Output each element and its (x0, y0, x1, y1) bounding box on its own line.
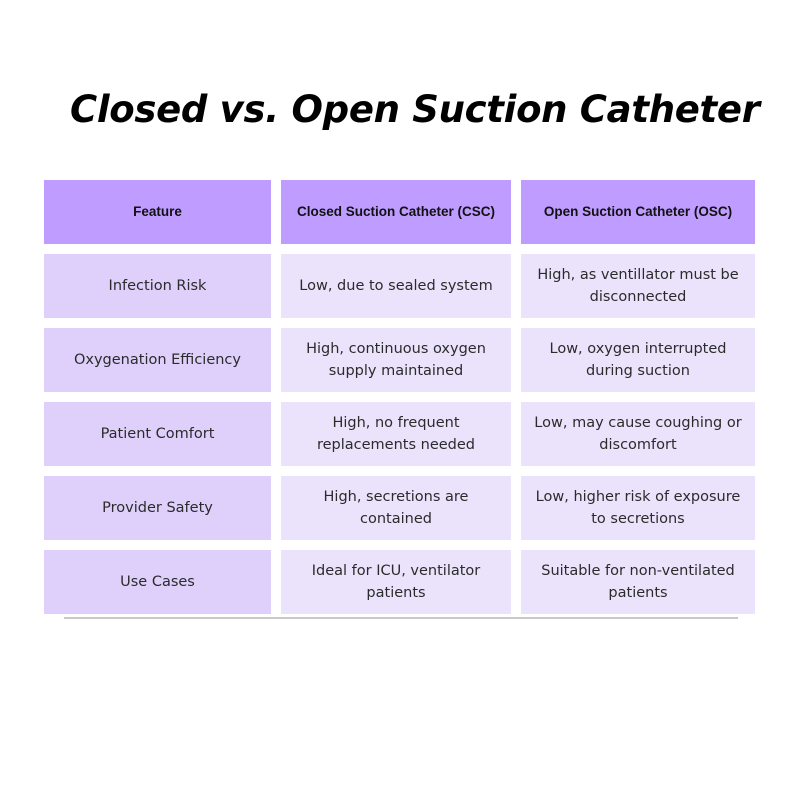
feature-cell: Provider Safety (44, 476, 271, 540)
osc-cell: High, as ventillator must be disconnecte… (521, 254, 755, 318)
csc-cell: Low, due to sealed system (281, 254, 511, 318)
osc-cell: Suitable for non-ventilated patients (521, 550, 755, 614)
feature-cell: Patient Comfort (44, 402, 271, 466)
csc-cell: High, continuous oxygen supply maintaine… (281, 328, 511, 392)
feature-cell: Use Cases (44, 550, 271, 614)
header-closed-suction-catheter: Closed Suction Catheter (CSC) (281, 180, 511, 244)
comparison-table: Feature Closed Suction Catheter (CSC) Op… (34, 170, 765, 624)
feature-cell: Infection Risk (44, 254, 271, 318)
osc-cell: Low, may cause coughing or discomfort (521, 402, 755, 466)
table-row: Infection Risk Low, due to sealed system… (44, 254, 755, 318)
csc-cell: High, secretions are contained (281, 476, 511, 540)
osc-cell: Low, higher risk of exposure to secretio… (521, 476, 755, 540)
table-header-row: Feature Closed Suction Catheter (CSC) Op… (44, 180, 755, 244)
table-row: Provider Safety High, secretions are con… (44, 476, 755, 540)
feature-cell: Oxygenation Efficiency (44, 328, 271, 392)
table-row: Patient Comfort High, no frequent replac… (44, 402, 755, 466)
header-open-suction-catheter: Open Suction Catheter (OSC) (521, 180, 755, 244)
table-row: Oxygenation Efficiency High, continuous … (44, 328, 755, 392)
csc-cell: High, no frequent replacements needed (281, 402, 511, 466)
table-row: Use Cases Ideal for ICU, ventilator pati… (44, 550, 755, 614)
page-title: Closed vs. Open Suction Catheter (70, 88, 760, 131)
csc-cell: Ideal for ICU, ventilator patients (281, 550, 511, 614)
osc-cell: Low, oxygen interrupted during suction (521, 328, 755, 392)
comparison-table-container: Feature Closed Suction Catheter (CSC) Op… (34, 170, 765, 624)
table-bottom-divider (64, 617, 738, 619)
header-feature: Feature (44, 180, 271, 244)
